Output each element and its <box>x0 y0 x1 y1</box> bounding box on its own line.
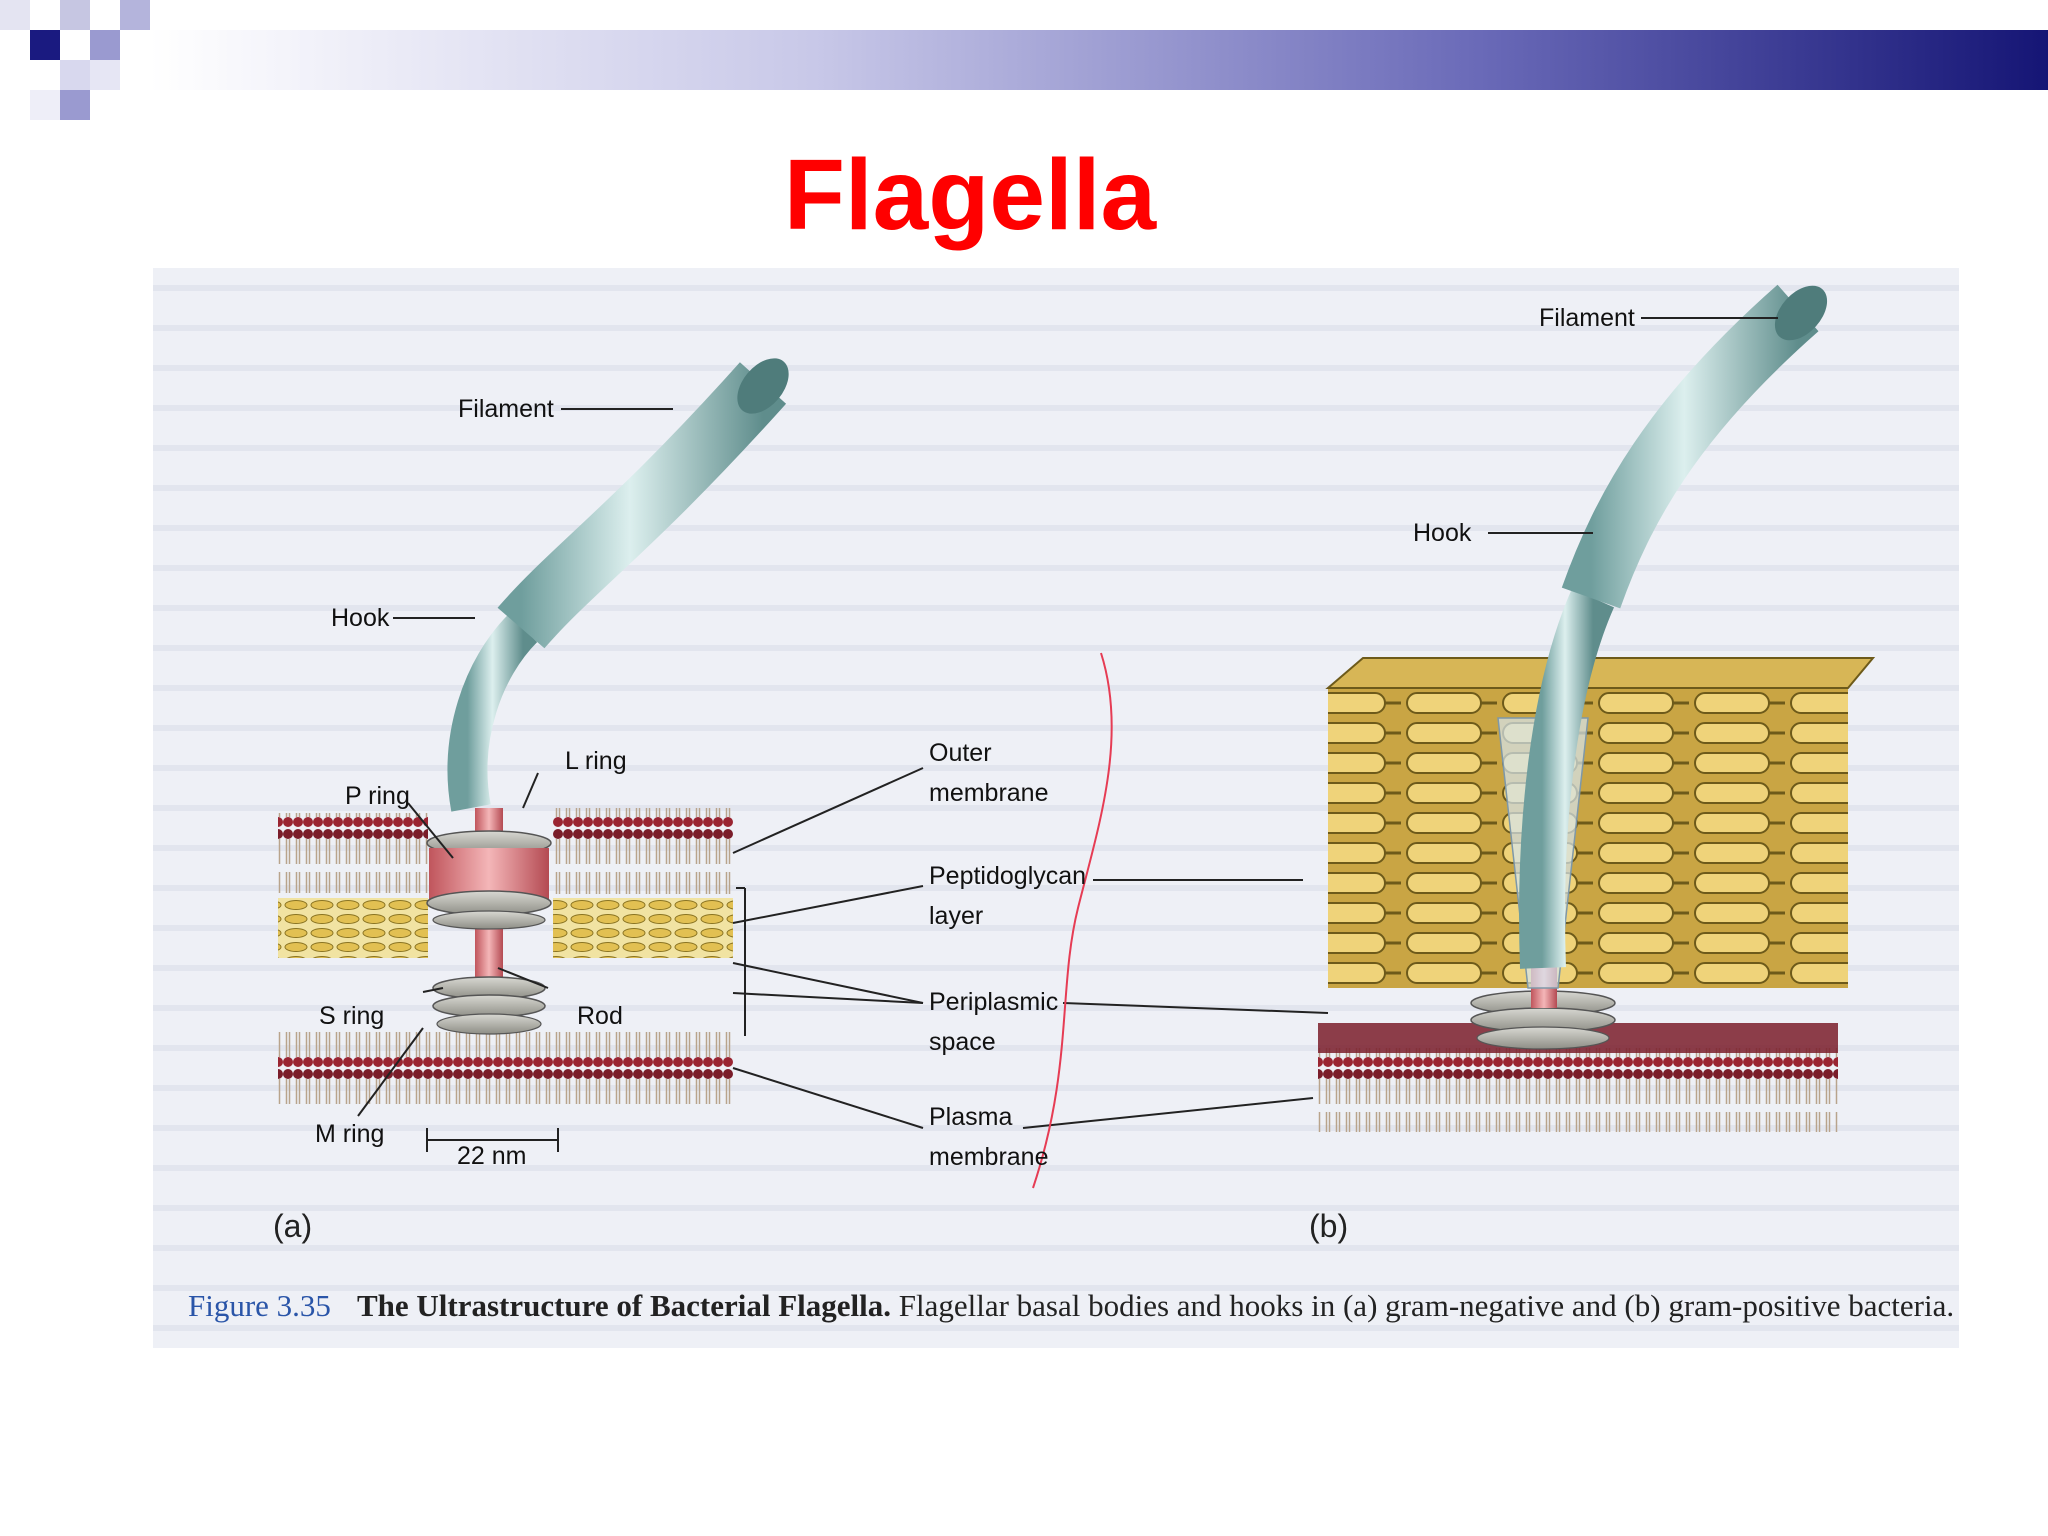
deco-square <box>120 0 150 30</box>
deco-square <box>90 60 120 90</box>
deco-square <box>30 30 60 60</box>
panel-label-b: (b) <box>1309 1208 1349 1244</box>
p-ring-a-lower <box>432 910 546 930</box>
header-gradient-band <box>150 30 2048 90</box>
label-l-ring: L ring <box>565 747 627 775</box>
label-p-ring: P ring <box>345 782 410 810</box>
deco-square <box>90 30 120 60</box>
label-m-ring: M ring <box>315 1120 385 1148</box>
deco-square <box>30 90 60 120</box>
flagella-figure: Filament Hook L ring P ring S ring Rod M… <box>153 268 1959 1348</box>
slide-decoration <box>0 0 2048 120</box>
ring-b-3 <box>1476 1026 1610 1050</box>
plasma-membrane-b <box>1318 1048 1838 1132</box>
label-hook-a: Hook <box>331 604 390 632</box>
label-periplasmic-2: space <box>929 1028 996 1056</box>
label-plasma-1: Plasma <box>929 1103 1013 1131</box>
outer-membrane-left <box>278 813 428 893</box>
label-hook-b: Hook <box>1413 519 1472 547</box>
filament-a <box>497 362 787 649</box>
peptidoglycan-left <box>278 898 428 958</box>
margin-mark <box>1032 652 1113 1189</box>
peptidoglycan-top-edge <box>1325 657 1876 689</box>
caption-text: Flagellar basal bodies and hooks in (a) … <box>898 1288 1955 1323</box>
peptidoglycan-right <box>553 898 733 958</box>
label-filament-a: Filament <box>458 395 554 423</box>
deco-square <box>60 60 90 90</box>
peptidoglycan-thick-b <box>1328 688 1848 988</box>
caption-figure-number: Figure 3.35 <box>188 1288 331 1323</box>
figure-caption: Figure 3.35 The Ultrastructure of Bacteri… <box>188 1288 1954 1324</box>
panel-b-diagram <box>1318 284 1876 1132</box>
hook-a <box>447 613 538 812</box>
deco-square <box>60 0 90 30</box>
deco-square <box>0 0 30 30</box>
outer-membrane-right <box>553 808 733 894</box>
label-peptidoglycan-1: Peptidoglycan <box>929 862 1087 890</box>
slide-title: Flagella <box>783 139 1157 251</box>
label-s-ring: S ring <box>319 1002 385 1030</box>
label-plasma-2: membrane <box>929 1143 1049 1171</box>
figure-artwork <box>153 268 1959 1348</box>
plasma-membrane-a <box>278 1028 733 1112</box>
label-filament-b: Filament <box>1539 304 1635 332</box>
label-rod: Rod <box>577 1002 623 1030</box>
caption-title: The Ultrastructure of Bacterial Flagella… <box>356 1288 891 1323</box>
label-outer-membrane-2: membrane <box>929 779 1049 807</box>
label-peptidoglycan-2: layer <box>929 902 984 930</box>
filament-a-tip <box>737 358 789 414</box>
filament-b <box>1561 284 1819 609</box>
m-ring-a-lower <box>436 1013 542 1035</box>
label-periplasmic-1: Periplasmic <box>929 988 1059 1016</box>
hook-b <box>1519 588 1615 969</box>
filament-b-tip <box>1774 285 1828 341</box>
label-scale-bar: 22 nm <box>457 1142 527 1170</box>
label-outer-membrane-1: Outer <box>929 739 992 767</box>
panel-a-diagram <box>278 358 1329 1189</box>
deco-square <box>60 90 90 120</box>
panel-label-a: (a) <box>273 1208 313 1244</box>
